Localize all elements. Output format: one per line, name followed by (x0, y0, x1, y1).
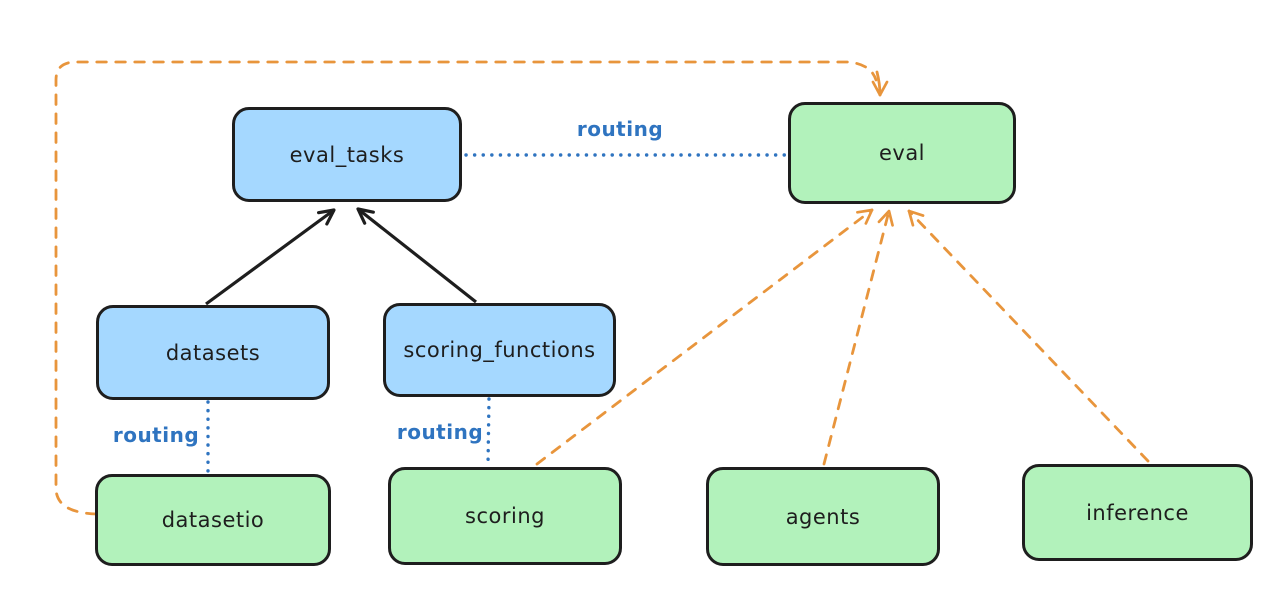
node-eval-label: eval (878, 141, 926, 165)
node-datasetio-label: datasetio (161, 508, 265, 532)
edge-datasetio-to-eval-loop (54, 60, 878, 516)
edge-label-routing-datasets-datasetio: routing (112, 423, 200, 447)
node-scoring-label: scoring (465, 504, 545, 528)
node-agents: agents (706, 467, 940, 566)
node-scoring-functions-label: scoring_functions (403, 338, 596, 362)
node-agents-label: agents (785, 504, 861, 529)
node-scoring: scoring (388, 467, 622, 565)
edge-agents-to-eval (822, 209, 894, 466)
edge-label-routing-scoring-functions-scoring: routing (396, 420, 484, 444)
edge-inference-to-eval (907, 209, 1150, 463)
edge-scoring-functions-to-eval-tasks (356, 207, 477, 304)
edge-datasets-to-eval-tasks (205, 208, 336, 306)
node-eval: eval (788, 102, 1016, 204)
node-datasets-label: datasets (165, 340, 261, 365)
node-datasetio: datasetio (95, 474, 331, 566)
node-eval-tasks: eval_tasks (232, 107, 462, 202)
edge-scoring-functions-to-scoring-routing (486, 397, 491, 466)
node-scoring-functions: scoring_functions (383, 303, 616, 397)
node-inference-label: inference (1086, 500, 1189, 525)
edge-datasetio-to-eval-loop-arrowhead (871, 70, 889, 97)
node-datasets: datasets (96, 305, 330, 400)
node-eval-tasks-label: eval_tasks (289, 142, 405, 167)
edge-label-routing-eval-tasks-eval: routing (576, 117, 664, 141)
edge-scoring-to-eval (535, 208, 874, 466)
node-inference: inference (1022, 464, 1253, 561)
